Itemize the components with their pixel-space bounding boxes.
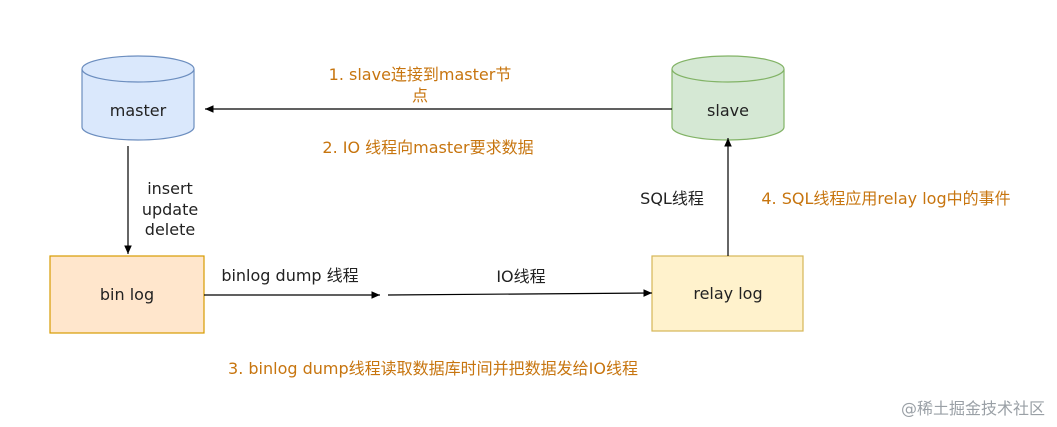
step1-note-line1: 1. slave连接到master节 [329, 65, 512, 84]
binlog-label: bin log [100, 285, 154, 304]
io-thread-label: IO线程 [496, 267, 545, 286]
step3-note: 3. binlog dump线程读取数据库时间并把数据发给IO线程 [228, 359, 638, 378]
relaylog-node[interactable]: relay log [651, 255, 804, 332]
sql-thread-label: SQL线程 [640, 189, 704, 208]
op-delete-label: delete [145, 220, 195, 239]
binlog-dump-label: binlog dump 线程 [221, 266, 358, 285]
op-insert-label: insert [147, 179, 193, 198]
binlog-node[interactable]: bin log [49, 255, 205, 334]
slave-node[interactable]: slave [671, 55, 785, 141]
step2-note: 2. IO 线程向master要求数据 [322, 138, 533, 157]
step1-note-line2: 点 [412, 86, 428, 105]
relaylog-label: relay log [693, 284, 762, 303]
master-node[interactable]: master [81, 55, 195, 141]
slave-label: slave [707, 101, 749, 120]
master-label: master [110, 101, 167, 120]
watermark: @稀土掘金技术社区 [901, 399, 1045, 418]
op-update-label: update [142, 200, 198, 219]
step4-note: 4. SQL线程应用relay log中的事件 [761, 189, 1010, 208]
io-thread-arrow [387, 289, 653, 297]
